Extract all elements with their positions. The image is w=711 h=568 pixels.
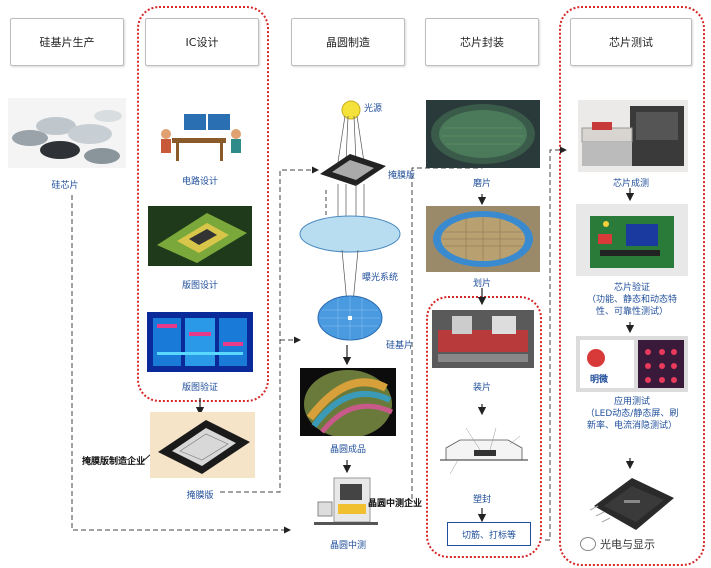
layout-design-image	[147, 205, 253, 267]
chip-test-group	[559, 6, 705, 566]
header-chip-testing: 芯片测试	[570, 18, 692, 66]
label-app-test: 应用测试 （LED动态/静态屏、刷 新率、电流消隐测试）	[585, 397, 679, 431]
circuit-design-image	[152, 110, 248, 166]
label-layout-verify: 版图验证	[181, 383, 218, 393]
mask-plate-image	[150, 412, 255, 478]
label-layout-design: 版图设计	[181, 281, 218, 291]
dashed-packaging-to-test	[545, 146, 567, 541]
label-dicing: 划片	[472, 279, 491, 289]
label-sealing: 塑封	[472, 495, 491, 505]
chip-test-machine-image	[578, 100, 688, 172]
sealing-diagram	[436, 418, 532, 482]
label-mask: 掩膜版	[186, 491, 214, 501]
label-circuit-design: 电路设计	[181, 177, 218, 187]
mounting-image	[432, 310, 534, 368]
watermark: 光电与显示	[580, 536, 655, 552]
header-silicon-production: 硅基片生产	[10, 18, 124, 66]
dashed-mask-to-exposure	[220, 166, 319, 493]
label-chip-verify: 芯片验证 （功能、静态和动态特 性、可靠性测试）	[586, 283, 677, 317]
panel-text: 明微	[590, 375, 609, 385]
label-silicon-wafer: 硅基片	[386, 341, 414, 351]
silicon-wafers-image	[8, 98, 126, 168]
ic-design-group	[137, 6, 269, 402]
grinding-image	[426, 100, 540, 168]
wafer-product-image	[300, 368, 396, 436]
label-chip-test: 芯片成测	[612, 179, 649, 189]
label-mounting: 装片	[472, 383, 491, 393]
header-ic-design: IC设计	[145, 18, 259, 66]
chip-verify-board-image	[576, 204, 688, 276]
label-mask-top: 掩膜版	[388, 171, 416, 181]
dashed-silicon-to-fab	[71, 195, 291, 534]
label-wafer-test-company: 晶圆中测企业	[368, 499, 423, 509]
label-mask-company: 掩膜版制造企业	[82, 457, 146, 467]
label-exposure-system: 曝光系统	[362, 273, 399, 283]
label-grinding: 磨片	[472, 179, 491, 189]
label-wafer-product: 晶圆成品	[329, 445, 366, 455]
chip-package-image	[580, 470, 684, 540]
led-panel-image: 明微	[576, 336, 688, 392]
wechat-icon	[580, 537, 596, 551]
label-wafer-test: 晶圆中测	[329, 541, 366, 551]
dicing-image	[426, 206, 540, 272]
lithography-diagram	[299, 100, 401, 341]
header-chip-packaging: 芯片封装	[425, 18, 539, 66]
cut-mark-box: 切筋、打标等	[447, 522, 531, 546]
layout-verify-image	[147, 312, 253, 372]
label-light-source: 光源	[364, 104, 383, 114]
header-wafer-fab: 晶圆制造	[291, 18, 405, 66]
wafer-test-machine-image	[314, 474, 378, 528]
label-silicon-chip: 硅芯片	[51, 181, 79, 191]
